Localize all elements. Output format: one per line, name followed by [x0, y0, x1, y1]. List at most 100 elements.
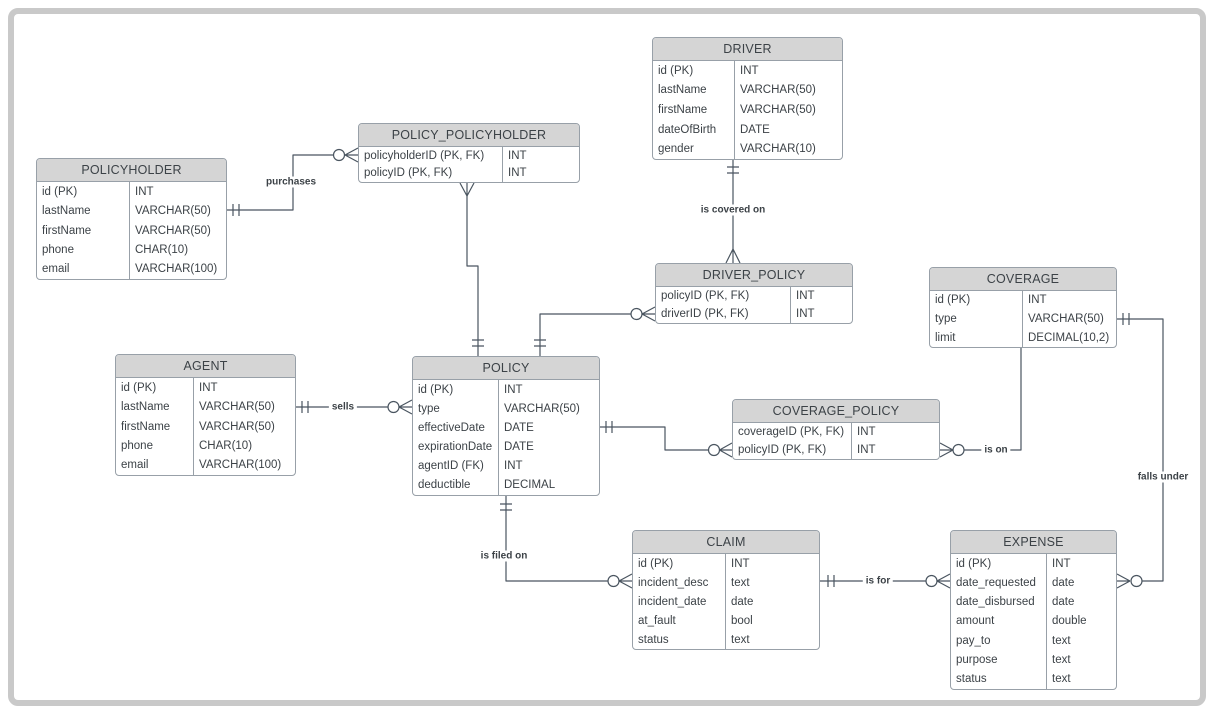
- entity-title: COVERAGE_POLICY: [733, 400, 939, 423]
- field-row: id (PK)INT: [413, 380, 599, 400]
- field-name: id (PK): [42, 185, 78, 198]
- connector-driverpolicy-policy: [534, 306, 656, 356]
- field-row: expirationDate DATE: [413, 437, 599, 457]
- crow-foot-glyph: [641, 306, 656, 322]
- entity-title: POLICY: [413, 357, 599, 380]
- entity-title: POLICYHOLDER: [37, 159, 226, 182]
- field-row: policyID (PK, FK) INT: [656, 287, 852, 305]
- field-row: firstName VARCHAR(50): [37, 220, 226, 241]
- field-name: date_disbursed: [956, 596, 1035, 609]
- crow-foot-glyph: [1116, 573, 1131, 589]
- entity-title: COVERAGE: [930, 268, 1116, 291]
- field-name: expirationDate: [418, 441, 493, 454]
- field-type: INT: [790, 287, 852, 305]
- field-name: phone: [121, 439, 153, 452]
- field-row: status text: [633, 630, 819, 649]
- crow-foot-glyph: [618, 573, 633, 589]
- relationship-label-falls-under[interactable]: falls under: [1134, 471, 1192, 483]
- field-type: CHAR(10): [193, 436, 295, 456]
- field-row: phone CHAR(10): [116, 436, 295, 456]
- one-tick-glyph: [500, 503, 512, 511]
- one-tick-glyph: [1122, 313, 1130, 325]
- field-name: incident_desc: [638, 576, 709, 589]
- crow-foot-glyph: [398, 399, 413, 415]
- field-type: INT: [1046, 554, 1116, 574]
- field-type: double: [1046, 611, 1116, 632]
- field-type: DATE: [734, 119, 842, 140]
- field-name: type: [418, 402, 440, 415]
- field-row: id (PK) INT: [930, 291, 1116, 310]
- entity-title: DRIVER_POLICY: [656, 264, 852, 287]
- field-type: DATE: [498, 437, 599, 457]
- field-name: lastName: [658, 84, 707, 97]
- field-type: CHAR(10): [129, 240, 226, 260]
- relationship-label-is-filed-on[interactable]: is filed on: [477, 550, 531, 562]
- field-type: VARCHAR(50): [129, 220, 226, 241]
- entity-title: CLAIM: [633, 531, 819, 554]
- relationship-label-is-covered-on[interactable]: is covered on: [697, 204, 769, 216]
- field-name: status: [638, 633, 669, 646]
- relationship-label-is-for[interactable]: is for: [862, 575, 894, 587]
- field-name: id (PK): [658, 64, 694, 77]
- field-type: bool: [725, 611, 819, 630]
- field-type: text: [1046, 650, 1116, 670]
- field-type: date: [1046, 573, 1116, 593]
- relationship-label-purchases[interactable]: purchases: [262, 176, 320, 188]
- relationship-label-sells[interactable]: sells: [328, 401, 358, 413]
- field-row: policyholderID (PK, FK)INT: [359, 147, 579, 165]
- zero-circle-glyph: [952, 443, 965, 457]
- field-type: INT: [734, 61, 842, 81]
- field-row: date_disbursed date: [951, 592, 1116, 612]
- field-type: DECIMAL: [498, 475, 599, 496]
- field-name: deductible: [418, 479, 471, 492]
- one-tick-glyph: [827, 575, 835, 587]
- field-type: VARCHAR(50): [193, 416, 295, 437]
- connector-policy-coveragepolicy: [600, 421, 733, 458]
- field-type: VARCHAR(50): [193, 397, 295, 417]
- field-row: agentID (FK)INT: [413, 456, 599, 476]
- entity-title: POLICY_POLICYHOLDER: [359, 124, 579, 147]
- field-name: id (PK): [121, 381, 157, 394]
- one-tick-glyph: [232, 204, 240, 216]
- field-name: id (PK): [935, 294, 971, 307]
- field-name: effectiveDate: [418, 421, 485, 434]
- field-row: driverID (PK, FK)INT: [656, 305, 852, 323]
- field-name: policyholderID (PK, FK): [364, 149, 485, 162]
- field-name: firstName: [42, 224, 92, 237]
- field-name: policyID (PK, FK): [364, 167, 453, 180]
- zero-circle-glyph: [387, 400, 400, 414]
- field-type: INT: [498, 456, 599, 476]
- relationship-label-is-on[interactable]: is on: [981, 444, 1011, 456]
- entity-title: AGENT: [116, 355, 295, 378]
- field-name: policyID (PK, FK): [661, 290, 750, 302]
- field-name: gender: [658, 143, 694, 156]
- field-type: INT: [851, 441, 939, 459]
- field-type: VARCHAR(50): [734, 80, 842, 101]
- field-type: date: [1046, 592, 1116, 612]
- field-type: text: [725, 630, 819, 649]
- field-type: INT: [1022, 291, 1116, 310]
